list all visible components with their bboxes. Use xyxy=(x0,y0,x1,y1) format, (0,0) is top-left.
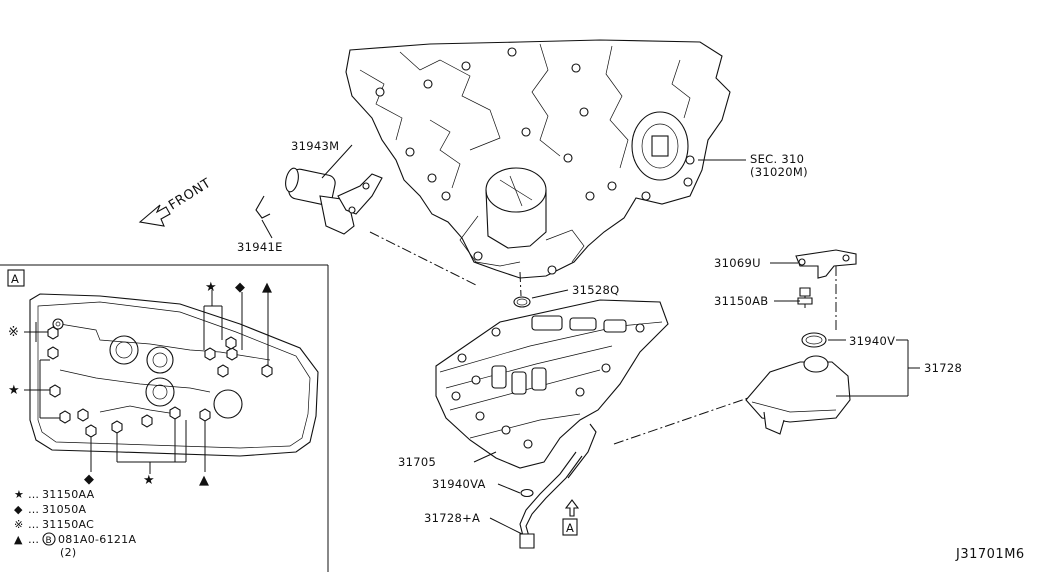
transmission-case-illustration xyxy=(345,39,731,279)
bracket-illustration xyxy=(795,249,857,279)
oil-strainer-illustration xyxy=(745,332,851,435)
callout-31941e: 31941E xyxy=(237,240,283,254)
callout-31528q: 31528Q xyxy=(572,283,619,297)
callout-31705: 31705 xyxy=(398,455,436,469)
legend-31050a: 31050A xyxy=(42,503,86,516)
asterisk-mark-icon: ※ xyxy=(8,325,19,340)
tube-illustration xyxy=(519,451,583,549)
svg-text:…: … xyxy=(28,518,39,531)
legend-quantity: (2) xyxy=(60,546,76,559)
legend-star-symbol: ★ xyxy=(14,488,24,501)
diamond-icon: ◆ xyxy=(235,280,246,295)
view-up-arrow xyxy=(564,499,580,517)
callout-31940va: 31940VA xyxy=(432,477,486,491)
view-a-label-lower: A xyxy=(566,521,574,535)
view-a-label-inset: A xyxy=(11,272,19,286)
view-a-box-lower xyxy=(562,518,578,536)
star-icon: ★ xyxy=(8,383,20,398)
triangle-icon: ▲ xyxy=(199,473,210,488)
diagram-code: J31701M6 xyxy=(955,547,1025,562)
callout-31940v: 31940V xyxy=(849,334,895,348)
view-a-box-inset xyxy=(7,269,25,287)
legend-081a0-6121a: 081A0-6121A xyxy=(58,533,136,546)
oring-31528q-shape xyxy=(513,296,531,308)
legend-diamond-symbol: ◆ xyxy=(14,503,23,516)
triangle-icon: ▲ xyxy=(262,280,273,295)
svg-text:…: … xyxy=(28,488,39,501)
control-valve-illustration xyxy=(435,299,669,479)
callout-31943m: 31943M xyxy=(291,139,339,153)
callout-31728-a: 31728+A xyxy=(424,511,480,525)
legend-31150ac: 31150AC xyxy=(42,518,94,531)
legend-b-prefix: B xyxy=(46,536,52,546)
star-icon: ★ xyxy=(143,473,155,488)
svg-text:…: … xyxy=(28,503,39,516)
legend: ★ … 31150AA ◆ … 31050A ※ … 31150AC ▲ … B… xyxy=(14,488,136,559)
front-direction-arrow: FRONT xyxy=(138,176,214,227)
callout-31728: 31728 xyxy=(924,361,962,375)
inset-view-a: A xyxy=(0,264,329,572)
legend-triangle-symbol: ▲ xyxy=(14,533,23,546)
leader-lines xyxy=(261,144,920,535)
callout-31020m: (31020M) xyxy=(750,165,808,179)
svg-text:…: … xyxy=(28,533,39,546)
legend-31150aa: 31150AA xyxy=(42,488,95,501)
bolt-illustration xyxy=(797,287,813,308)
front-label: FRONT xyxy=(166,176,214,214)
star-icon: ★ xyxy=(205,280,217,295)
callout-31150ab: 31150AB xyxy=(714,294,768,308)
callout-sec-310: SEC. 310 xyxy=(750,152,804,166)
legend-asterisk-symbol: ※ xyxy=(14,518,24,531)
diamond-icon: ◆ xyxy=(84,472,95,487)
callout-31069u: 31069U xyxy=(714,256,761,270)
solenoid-connector-illustration xyxy=(255,167,383,235)
